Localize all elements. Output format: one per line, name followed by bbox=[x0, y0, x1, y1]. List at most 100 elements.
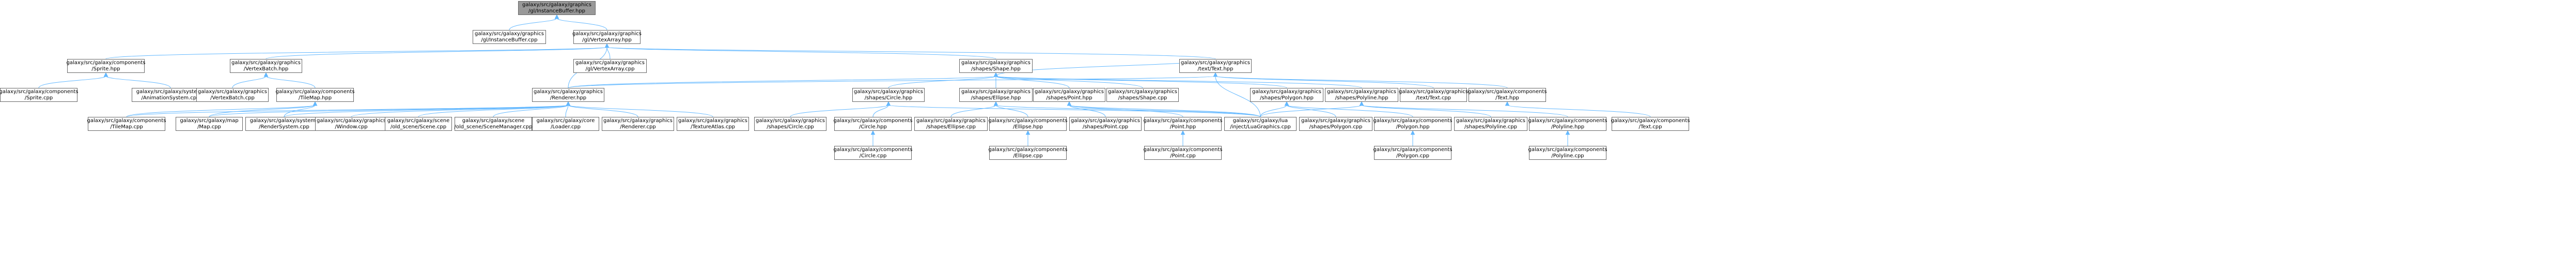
graph-node-vertexbatch-cpp[interactable]: galaxy/src/galaxy/graphics/VertexBatch.c… bbox=[196, 88, 269, 102]
graph-edge-arrowhead bbox=[993, 72, 998, 77]
graph-node-label-line: /shapes/Circle.cpp bbox=[767, 124, 814, 130]
graph-node-cellipse-cpp[interactable]: galaxy/src/galaxy/components/Ellipse.cpp bbox=[989, 146, 1067, 160]
graph-node-label-line: galaxy/src/galaxy/graphics bbox=[1301, 117, 1370, 124]
graph-node-circle-cpp[interactable]: galaxy/src/galaxy/graphics/shapes/Circle… bbox=[754, 117, 826, 131]
graph-node-cpolygon-hpp[interactable]: galaxy/src/galaxy/components/Polygon.hpp bbox=[1373, 117, 1453, 131]
graph-node-label-line: /text/Text.hpp bbox=[1197, 66, 1234, 72]
graph-node-ellipse-cpp[interactable]: galaxy/src/galaxy/graphics/shapes/Ellips… bbox=[914, 117, 988, 131]
graph-node-label-line: /Sprite.cpp bbox=[24, 95, 53, 101]
graph-node-label-line: /Circle.hpp bbox=[859, 124, 887, 130]
graph-node-vertexarray[interactable]: galaxy/src/galaxy/graphics/gl/VertexArra… bbox=[572, 30, 642, 44]
graph-node-ccircle-cpp[interactable]: galaxy/src/galaxy/components/Circle.cpp bbox=[834, 146, 912, 160]
graph-node-oldscenemgr-cpp[interactable]: galaxy/src/galaxy/scene/old_scene/SceneM… bbox=[454, 117, 533, 131]
graph-node-tilemap-cpp[interactable]: galaxy/src/galaxy/components/TileMap.cpp bbox=[87, 117, 166, 131]
graph-node-ctext-cpp[interactable]: galaxy/src/galaxy/components/Text.cpp bbox=[1611, 117, 1690, 131]
graph-node-text-cpp[interactable]: galaxy/src/galaxy/graphics/text/Text.cpp bbox=[1399, 88, 1468, 102]
graph-node-label-line: /Renderer.hpp bbox=[550, 95, 587, 101]
graph-node-point-cpp[interactable]: galaxy/src/galaxy/graphics/shapes/Point.… bbox=[1069, 117, 1142, 131]
graph-edge bbox=[418, 104, 569, 117]
graph-node-polyline-cpp[interactable]: galaxy/src/galaxy/graphics/shapes/Polyli… bbox=[1454, 117, 1527, 131]
graph-node-map-cpp[interactable]: galaxy/src/galaxy/map/Map.cpp bbox=[176, 117, 243, 131]
graph-node-luagraphics-cpp[interactable]: galaxy/src/galaxy/lua/inject/LuaGraphics… bbox=[1224, 117, 1297, 131]
graph-node-label-line: galaxy/src/galaxy/scene bbox=[462, 117, 525, 124]
graph-node-ctext-hpp[interactable]: galaxy/src/galaxy/components/Text.hpp bbox=[1468, 88, 1547, 102]
graph-node-ellipse-hpp[interactable]: galaxy/src/galaxy/graphics/shapes/Ellips… bbox=[959, 88, 1033, 102]
graph-edge-arrowhead bbox=[103, 72, 108, 77]
graph-node-text-hpp[interactable]: galaxy/src/galaxy/graphics/text/Text.hpp bbox=[1179, 59, 1252, 73]
graph-node-textureatlas-cpp[interactable]: galaxy/src/galaxy/graphics/TextureAtlas.… bbox=[677, 117, 749, 131]
graph-node-label-line: galaxy/src/galaxy/graphics bbox=[534, 88, 603, 95]
graph-node-label-line: /Circle.cpp bbox=[859, 153, 887, 159]
graph-node-cpoint-hpp[interactable]: galaxy/src/galaxy/components/Point.hpp bbox=[1144, 117, 1222, 131]
graph-node-tilemap-hpp[interactable]: galaxy/src/galaxy/components/TileMap.hpp bbox=[276, 88, 354, 102]
graph-edge bbox=[1260, 104, 1362, 117]
graph-node-label-line: /VertexBatch.cpp bbox=[210, 95, 255, 101]
graph-node-shape-cpp[interactable]: galaxy/src/galaxy/graphics/shapes/Shape.… bbox=[1106, 88, 1179, 102]
graph-node-label-line: /old_scene/Scene.cpp bbox=[390, 124, 447, 130]
graph-edge bbox=[995, 76, 1070, 88]
graph-node-cpolygon-cpp[interactable]: galaxy/src/galaxy/components/Polygon.cpp bbox=[1373, 146, 1452, 160]
graph-node-label-line: galaxy/src/galaxy/graphics bbox=[1327, 88, 1396, 95]
graph-node-loader-cpp[interactable]: galaxy/src/galaxy/core/Loader.cpp bbox=[532, 117, 599, 131]
graph-node-label-line: /TileMap.cpp bbox=[110, 124, 143, 130]
graph-edge-arrowhead bbox=[993, 101, 998, 106]
graph-node-label-line: galaxy/src/galaxy/components bbox=[833, 117, 913, 124]
graph-edge-arrowhead bbox=[313, 101, 318, 106]
graph-edge bbox=[1069, 104, 1183, 117]
graph-edge bbox=[266, 76, 316, 88]
graph-node-label-line: /gl/InstanceBuffer.hpp bbox=[528, 8, 586, 14]
graph-edge bbox=[995, 104, 1028, 117]
graph-node-label-line: galaxy/src/galaxy/graphics bbox=[475, 31, 544, 37]
graph-edge bbox=[509, 18, 557, 31]
graph-node-label-line: /Map.cpp bbox=[197, 124, 221, 130]
graph-edge-arrowhead bbox=[1284, 101, 1289, 106]
graph-node-label-line: galaxy/src/galaxy/components bbox=[1143, 117, 1223, 124]
graph-node-shape-hpp[interactable]: galaxy/src/galaxy/graphics/shapes/Shape.… bbox=[959, 59, 1033, 73]
graph-node-label-line: galaxy/src/galaxy/graphics bbox=[317, 117, 386, 124]
graph-node-polyline-hpp[interactable]: galaxy/src/galaxy/graphics/shapes/Polyli… bbox=[1325, 88, 1398, 102]
graph-node-label-line: /gl/VertexArray.cpp bbox=[585, 66, 635, 72]
graph-node-label-line: galaxy/src/galaxy/graphics bbox=[916, 117, 986, 124]
graph-edge bbox=[950, 104, 996, 117]
graph-node-oldscene-cpp[interactable]: galaxy/src/galaxy/scene/old_scene/Scene.… bbox=[385, 117, 452, 131]
graph-node-vertexarray-cpp[interactable]: galaxy/src/galaxy/graphics/gl/VertexArra… bbox=[573, 59, 647, 73]
graph-node-renderer-hpp[interactable]: galaxy/src/galaxy/graphics/Renderer.hpp bbox=[532, 88, 604, 102]
graph-node-vertexbatch-hpp[interactable]: galaxy/src/galaxy/graphics/VertexBatch.h… bbox=[230, 59, 302, 73]
graph-edge-arrowhead bbox=[1213, 72, 1218, 77]
graph-edge bbox=[266, 47, 607, 59]
graph-node-label-line: galaxy/src/galaxy/components bbox=[1373, 117, 1453, 124]
graph-node-label-line: galaxy/src/galaxy/core bbox=[536, 117, 595, 124]
graph-node-instance-cpp[interactable]: galaxy/src/galaxy/graphics/gl/InstanceBu… bbox=[473, 30, 546, 44]
graph-node-renderer-cpp[interactable]: galaxy/src/galaxy/graphics/Renderer.cpp bbox=[602, 117, 674, 131]
graph-node-polygon-cpp[interactable]: galaxy/src/galaxy/graphics/shapes/Polygo… bbox=[1299, 117, 1372, 131]
graph-node-cellipse-hpp[interactable]: galaxy/src/galaxy/components/Ellipse.hpp bbox=[989, 117, 1067, 131]
graph-node-rendersys-cpp[interactable]: galaxy/src/galaxy/systems/RenderSystem.c… bbox=[245, 117, 323, 131]
graph-node-ccircle-hpp[interactable]: galaxy/src/galaxy/components/Circle.hpp bbox=[834, 117, 912, 131]
graph-node-label-line: /shapes/Ellipse.hpp bbox=[971, 95, 1021, 101]
graph-node-label-line: galaxy/src/galaxy/graphics bbox=[1035, 88, 1104, 95]
graph-edge bbox=[1069, 104, 1261, 117]
graph-node-sprite-cpp[interactable]: galaxy/src/galaxy/components/Sprite.cpp bbox=[0, 88, 78, 102]
graph-node-polygon-hpp[interactable]: galaxy/src/galaxy/graphics/shapes/Polygo… bbox=[1250, 88, 1323, 102]
graph-edge bbox=[126, 104, 316, 117]
graph-node-cpoint-cpp[interactable]: galaxy/src/galaxy/components/Point.cpp bbox=[1144, 146, 1222, 160]
graph-node-label-line: /Polyline.hpp bbox=[1551, 124, 1585, 130]
graph-edge bbox=[1361, 104, 1568, 117]
graph-node-label-line: galaxy/src/galaxy/graphics bbox=[1399, 88, 1468, 95]
graph-node-label-line: galaxy/src/galaxy/components bbox=[1143, 146, 1223, 153]
graph-node-label-line: /Point.hpp bbox=[1169, 124, 1196, 130]
graph-node-window-cpp[interactable]: galaxy/src/galaxy/graphics/Window.cpp bbox=[315, 117, 387, 131]
graph-node-label-line: /shapes/Polyline.cpp bbox=[1464, 124, 1518, 130]
graph-edge bbox=[1260, 104, 1287, 117]
graph-node-label-line: /Ellipse.hpp bbox=[1013, 124, 1043, 130]
graph-node-label-line: galaxy/src/galaxy/scene bbox=[387, 117, 450, 124]
graph-node-label-line: /Polygon.hpp bbox=[1396, 124, 1430, 130]
graph-node-cpolyline-cpp[interactable]: galaxy/src/galaxy/components/Polyline.cp… bbox=[1528, 146, 1607, 160]
graph-node-label-line: galaxy/src/galaxy/systems bbox=[249, 117, 319, 124]
graph-node-cpolyline-hpp[interactable]: galaxy/src/galaxy/components/Polyline.hp… bbox=[1528, 117, 1607, 131]
graph-edge bbox=[493, 104, 569, 117]
graph-node-label-line: /Renderer.cpp bbox=[620, 124, 656, 130]
graph-node-point-hpp[interactable]: galaxy/src/galaxy/graphics/shapes/Point.… bbox=[1033, 88, 1105, 102]
graph-node-sprite-hpp[interactable]: galaxy/src/galaxy/components/Sprite.hpp bbox=[67, 59, 145, 73]
graph-node-circle-hpp[interactable]: galaxy/src/galaxy/graphics/shapes/Circle… bbox=[852, 88, 925, 102]
